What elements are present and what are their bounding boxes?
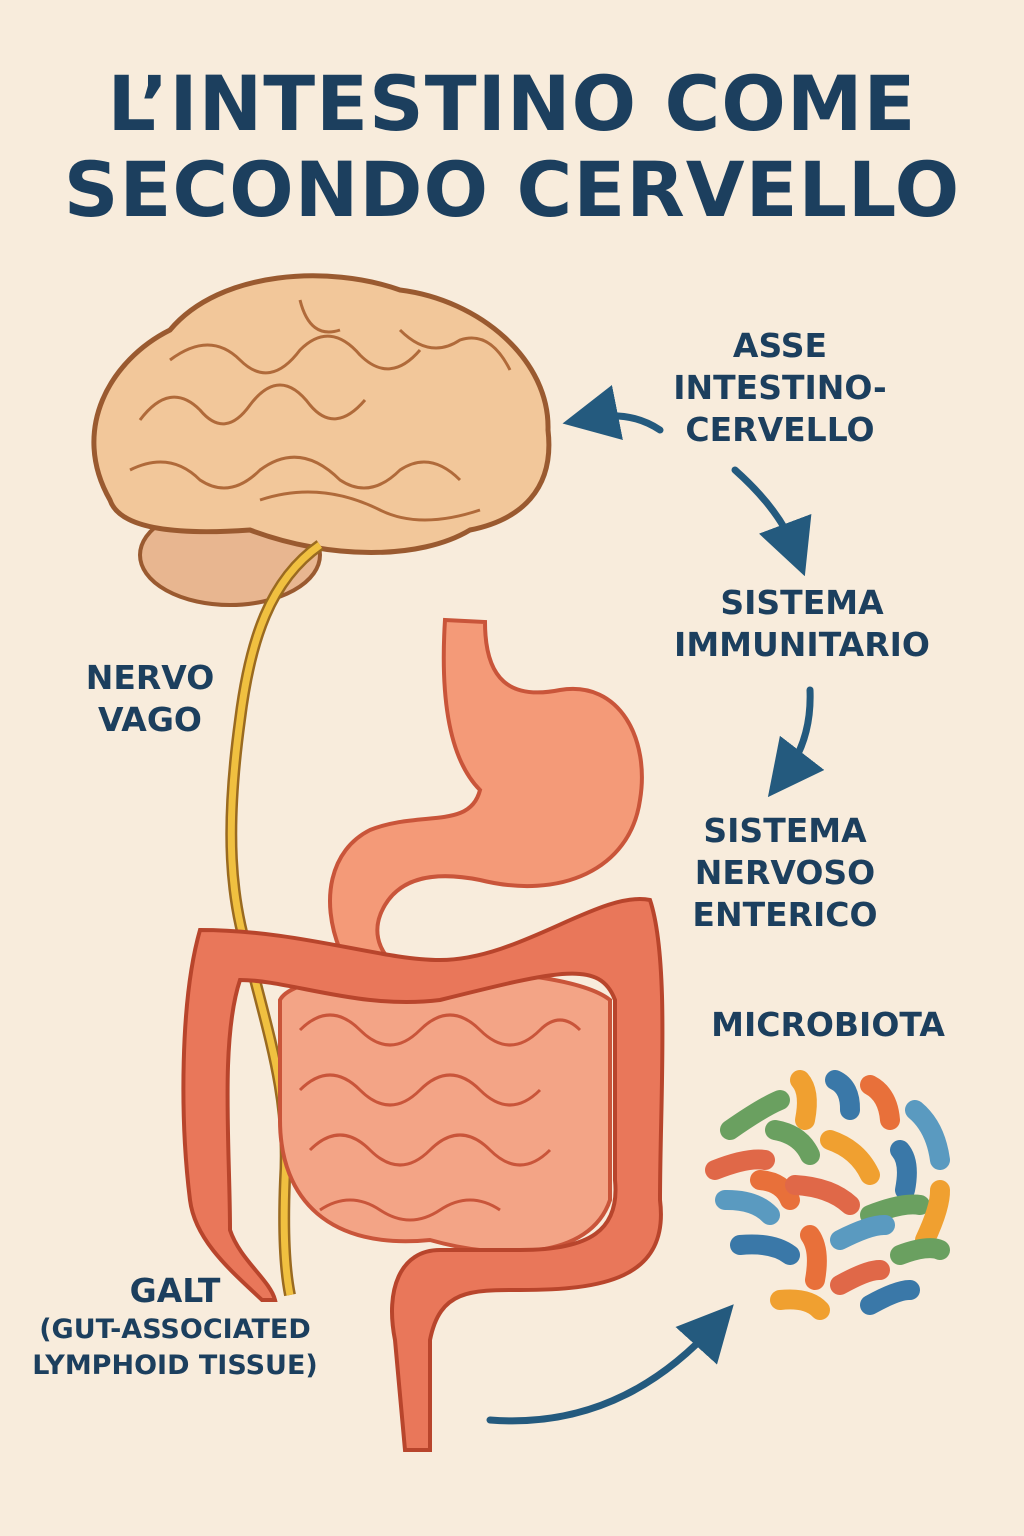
bacterium-icon	[790, 1070, 817, 1130]
label-line: IMMUNITARIO	[674, 625, 930, 664]
arrow-to-microbiota-icon	[486, 1304, 734, 1425]
bacterium-icon	[860, 1194, 930, 1225]
label-line: VAGO	[98, 700, 202, 739]
label-line: INTESTINO-	[673, 368, 887, 407]
large-intestine-illustration	[181, 897, 665, 1452]
bacterium-icon	[830, 1260, 890, 1295]
label-line: NERVO	[85, 658, 215, 697]
bacterium-icon	[800, 1225, 827, 1290]
bacterium-icon	[715, 1190, 780, 1225]
label-line: SISTEMA	[703, 811, 867, 850]
bacterium-icon	[720, 1090, 790, 1140]
label-microbiota: MICROBIOTA	[711, 1005, 945, 1044]
bacterium-icon	[860, 1075, 900, 1130]
bacterium-icon	[820, 1130, 880, 1185]
label-enterico: SISTEMA NERVOSO ENTERICO	[692, 810, 877, 936]
title-line-2: SECONDO CERVELLO	[63, 145, 961, 234]
label-line: NERVOSO	[694, 853, 876, 892]
label-nervo-vago: NERVO VAGO	[86, 657, 215, 741]
bacterium-icon	[705, 1149, 775, 1180]
bacterium-icon	[890, 1238, 950, 1265]
bacterium-icon	[890, 1140, 917, 1200]
bacterium-icon	[915, 1180, 950, 1250]
bacterium-icon	[860, 1280, 920, 1315]
title-line-1: L’INTESTINO COME	[107, 59, 917, 148]
small-intestine-illustration	[278, 968, 612, 1254]
stomach-illustration	[328, 617, 644, 964]
bacterium-icon	[730, 1234, 800, 1265]
bacterium-icon	[750, 1170, 800, 1210]
bacterium-icon	[830, 1215, 895, 1250]
brain-illustration	[91, 273, 552, 607]
label-immunitario: SISTEMA IMMUNITARIO	[674, 582, 930, 666]
arrows	[486, 385, 825, 1425]
label-line: (GUT-ASSOCIATED	[39, 1314, 311, 1345]
bacterium-icon	[825, 1070, 860, 1120]
arrow-down-icon	[767, 686, 825, 798]
label-asse: ASSE INTESTINO- CERVELLO	[673, 325, 887, 451]
label-line: ASSE	[732, 326, 828, 365]
bacterium-icon	[765, 1120, 820, 1165]
label-line: ENTERICO	[692, 895, 878, 934]
arrow-to-brain-icon	[562, 385, 664, 440]
label-line: GALT	[129, 1271, 221, 1310]
label-line: CERVELLO	[685, 410, 875, 449]
bacterium-icon	[770, 1289, 830, 1320]
label-galt: GALT (GUT-ASSOCIATED LYMPHOID TISSUE)	[32, 1270, 317, 1384]
label-line: LYMPHOID TISSUE)	[32, 1350, 318, 1381]
arrow-down-icon	[731, 466, 812, 577]
microbiota-illustration	[705, 1070, 950, 1320]
label-line: SISTEMA	[720, 583, 884, 622]
bacterium-icon	[785, 1175, 860, 1215]
bacterium-icon	[905, 1100, 950, 1170]
